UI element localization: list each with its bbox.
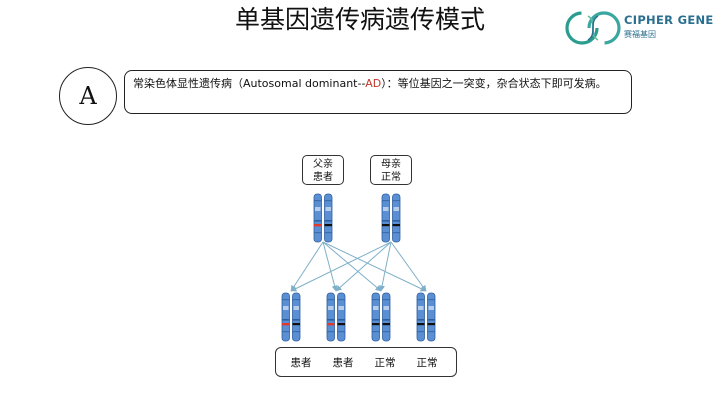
offspring-chromosome-pair-2 <box>326 292 346 342</box>
chromatid <box>382 292 391 342</box>
offspring-chromosome-pair-4 <box>416 292 436 342</box>
chromatid <box>371 292 380 342</box>
chromatid <box>281 292 290 342</box>
offspring-label-4: 正常 <box>416 357 438 369</box>
chromatid <box>313 193 322 243</box>
parent-status: 正常 <box>381 172 401 183</box>
parent-label-father: 父亲 患者 <box>302 155 344 185</box>
logo-name: CIPHER GENE <box>624 13 714 27</box>
inheritance-arrow <box>290 241 324 292</box>
offspring-label-2: 患者 <box>332 357 354 369</box>
description-text-tail: ）：等位基因之一突变，杂合状态下即可发病。 <box>381 77 607 90</box>
inheritance-arrow <box>335 241 392 292</box>
mutation-mark <box>327 323 335 326</box>
description-ad: AD <box>365 77 382 90</box>
chromatid <box>392 193 401 243</box>
parent-label-mother: 母亲 正常 <box>370 155 412 185</box>
offspring-label-1: 患者 <box>290 357 312 369</box>
inheritance-arrow <box>290 241 392 292</box>
inheritance-arrow <box>322 241 338 292</box>
mutation-mark <box>282 323 290 326</box>
offspring-label-bar <box>275 347 457 377</box>
dna-logo-icon <box>565 11 621 45</box>
chromatid <box>292 292 301 342</box>
offspring-chromosome-pair-1 <box>281 292 301 342</box>
chromatid <box>324 193 333 243</box>
parent-role: 父亲 <box>313 159 333 170</box>
inheritance-arrow <box>390 241 427 292</box>
description-box: 常染色体显性遗传病（Autosomal dominant--AD）：等位基因之一… <box>124 70 632 114</box>
mutation-mark <box>314 224 322 227</box>
chromatid <box>381 193 390 243</box>
parent-role: 母亲 <box>381 159 401 170</box>
inheritance-arrow <box>379 241 392 292</box>
parent-chromosome-pair-2 <box>381 193 401 243</box>
chromatid <box>337 292 346 342</box>
chromatid <box>427 292 436 342</box>
logo-subtitle: 赛福基因 <box>624 30 656 39</box>
offspring-label-3: 正常 <box>374 357 396 369</box>
offspring-chromosome-pair-3 <box>371 292 391 342</box>
chromatid <box>416 292 425 342</box>
inheritance-arrow <box>322 241 427 292</box>
section-badge: A <box>59 67 117 125</box>
chromatid <box>326 292 335 342</box>
page-title: 单基因遗传病遗传模式 <box>234 5 485 34</box>
inheritance-arrow <box>322 241 382 292</box>
parent-status: 患者 <box>313 172 333 183</box>
description-text: 常染色体显性遗传病（Autosomal dominant-- <box>133 77 366 90</box>
parent-chromosome-pair-1 <box>313 193 333 243</box>
